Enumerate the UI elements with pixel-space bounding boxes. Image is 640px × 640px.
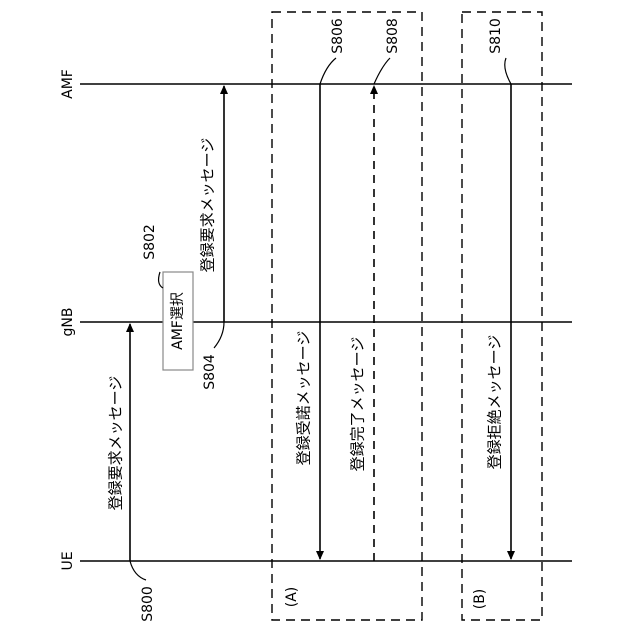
- s808-leader: [374, 58, 390, 84]
- s800-leader: [130, 561, 146, 580]
- registration-reject-label: 登録拒絶メッセージ: [486, 335, 504, 470]
- s802-leader: [159, 272, 163, 288]
- gnb-label: gNB: [60, 308, 76, 337]
- s802-label: S802: [142, 224, 158, 260]
- s808-label: S808: [385, 18, 401, 54]
- group-a-label: (A): [284, 587, 300, 608]
- ue-label: UE: [60, 551, 76, 570]
- group-b-label: (B): [472, 589, 488, 610]
- group-b-box: [462, 12, 542, 620]
- ue-registration-request-label: 登録要求メッセージ: [107, 376, 125, 511]
- amf-selection-label: AMF選択: [170, 292, 186, 350]
- gnb-registration-request-label: 登録要求メッセージ: [199, 138, 217, 273]
- group-a-box: [272, 12, 422, 620]
- s804-leader: [214, 322, 224, 348]
- registration-accept-label: 登録受諾メッセージ: [295, 331, 313, 466]
- s810-leader: [505, 58, 511, 84]
- s800-label: S800: [140, 586, 156, 622]
- s804-label: S804: [202, 354, 218, 390]
- registration-complete-label: 登録完了メッセージ: [349, 337, 367, 472]
- s810-label: S810: [488, 18, 504, 54]
- s806-leader: [320, 58, 336, 84]
- s806-label: S806: [330, 18, 346, 54]
- amf-label: AMF: [60, 69, 76, 99]
